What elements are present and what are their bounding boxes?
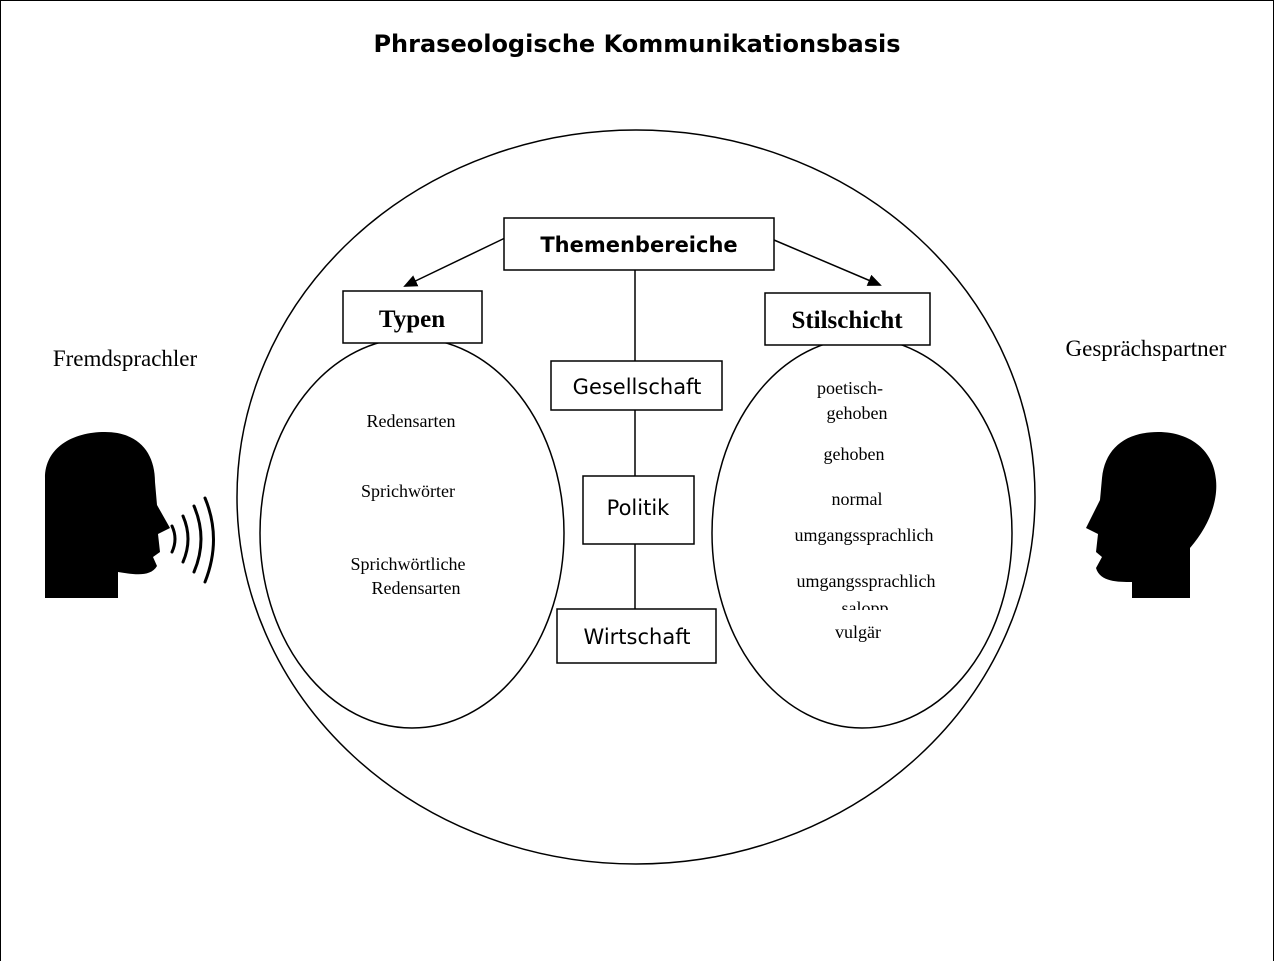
- arrow-to-types: [403, 237, 506, 287]
- types-heading-box: [342, 290, 483, 344]
- types-item-sprichwoertliche: Sprichwörtliche: [351, 554, 466, 574]
- types-item-redensarten-2: Redensarten: [372, 578, 461, 598]
- topic-label-wirtschaft: Wirtschaft: [584, 625, 691, 649]
- speaker-right-label: Gesprächspartner: [1066, 336, 1227, 361]
- style-item-gehoben-1: gehoben: [827, 403, 888, 423]
- style-heading-box: [764, 292, 931, 346]
- style-item-normal: normal: [832, 489, 883, 509]
- speaking-head-icon: [45, 432, 170, 598]
- topic-label-politik: Politik: [607, 496, 671, 520]
- topic-box-politik: [582, 475, 695, 545]
- types-heading: Typen: [379, 306, 445, 333]
- types-ellipse: [259, 337, 565, 729]
- arrow-to-style: [773, 239, 882, 286]
- outer-circle: [236, 129, 1036, 865]
- listening-head-icon: [1086, 432, 1217, 598]
- topic-label-gesellschaft: Gesellschaft: [573, 375, 702, 399]
- style-item-gehoben-2: gehoben: [824, 444, 885, 464]
- topic-box-gesellschaft: [550, 360, 723, 411]
- topic-box-wirtschaft: [556, 608, 717, 664]
- diagram-title: Phraseologische Kommunikationsbasis: [373, 30, 900, 58]
- speaker-left-label: Fremdsprachler: [53, 346, 198, 371]
- sound-waves-icon: [170, 496, 215, 584]
- types-item-sprichwoerter: Sprichwörter: [361, 481, 455, 501]
- style-item-vulgaer: vulgär: [835, 622, 881, 642]
- style-heading: Stilschicht: [791, 307, 903, 334]
- salopp-mask: [820, 610, 910, 626]
- style-item-umgangssprachlich: umgangssprachlich: [795, 525, 934, 545]
- style-item-poetisch: poetisch-: [817, 378, 883, 398]
- types-item-redensarten: Redensarten: [367, 411, 456, 431]
- topics-root-box: [503, 217, 775, 271]
- style-item-umgangssprachlich-2: umgangssprachlich: [797, 571, 936, 591]
- topics-root-label: Themenbereiche: [540, 233, 737, 257]
